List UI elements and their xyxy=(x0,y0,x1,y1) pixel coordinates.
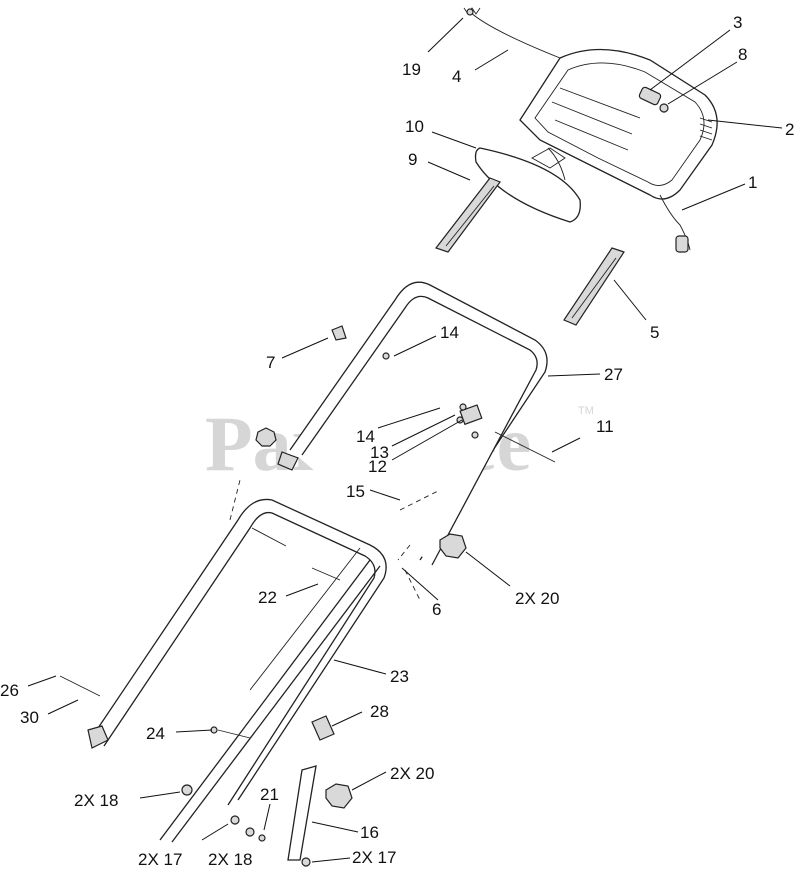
callout-21: 21 xyxy=(260,785,279,804)
knob-20-lower-part xyxy=(325,783,353,809)
bolt-24-shaft-part xyxy=(217,729,251,739)
callout-3: 3 xyxy=(733,13,742,32)
control-housing-part xyxy=(519,48,718,200)
callout-27: 27 xyxy=(604,365,623,384)
callout-13: 13 xyxy=(370,443,389,462)
knob-20-upper-part xyxy=(439,533,467,559)
cable-clip-part xyxy=(331,325,347,341)
cable-guide-hardware xyxy=(459,403,556,463)
washer-21-part xyxy=(258,834,266,842)
callout-26: 26 xyxy=(0,681,19,700)
right-handle-bracket-part xyxy=(563,247,625,326)
bolt-upper-part xyxy=(251,527,287,547)
callout-18-lower: 2X 18 xyxy=(208,850,252,869)
callout-19: 19 xyxy=(402,60,421,79)
upper-left-knob-part xyxy=(255,427,299,471)
callout-24: 24 xyxy=(146,724,165,743)
callout-11: 11 xyxy=(596,417,614,436)
watermark-trademark: TM xyxy=(578,405,594,417)
leader-lines xyxy=(27,17,783,863)
washer-18-part xyxy=(181,784,193,796)
callout-17-right: 2X 17 xyxy=(352,848,396,867)
left-handle-bracket-part xyxy=(435,177,501,253)
cable-mount-28-part xyxy=(311,715,335,741)
callout-15: 15 xyxy=(346,482,365,501)
callout-18-left: 2X 18 xyxy=(74,791,118,810)
callout-2: 2 xyxy=(785,120,794,139)
callout-1: 1 xyxy=(748,173,757,192)
bolt-22-part xyxy=(311,567,341,581)
control-cable-part xyxy=(659,194,691,253)
callout-8: 8 xyxy=(738,45,747,64)
callout-22: 22 xyxy=(258,588,277,607)
upper-handle-part xyxy=(289,281,548,566)
callout-14-upper: 14 xyxy=(440,323,459,342)
callout-4: 4 xyxy=(452,67,461,86)
callout-17-left: 2X 17 xyxy=(138,850,182,869)
callout-16: 16 xyxy=(360,823,379,842)
nut-17-lower-part xyxy=(301,857,311,867)
callout-23: 23 xyxy=(390,667,409,686)
washer-18-lower-part xyxy=(245,827,255,837)
callout-30: 30 xyxy=(20,708,39,727)
callout-14-lower: 14 xyxy=(356,427,375,446)
control-panel-cover-part xyxy=(474,147,581,223)
callout-6: 6 xyxy=(432,600,441,619)
callout-9: 9 xyxy=(408,150,417,169)
handle-pivot-part xyxy=(59,675,109,749)
callout-7: 7 xyxy=(266,353,275,372)
callout-28: 28 xyxy=(370,702,389,721)
alignment-line-15 xyxy=(229,479,441,601)
control-rod-part xyxy=(463,7,561,59)
nut-17-part xyxy=(230,815,240,825)
lower-handle-part xyxy=(89,498,387,843)
callout-5: 5 xyxy=(650,323,659,342)
callout-12: 12 xyxy=(368,457,387,476)
brace-16-part xyxy=(287,765,317,861)
callout-20-upper: 2X 20 xyxy=(515,589,559,608)
callout-20-lower: 2X 20 xyxy=(390,764,434,783)
callout-10: 10 xyxy=(405,117,424,136)
